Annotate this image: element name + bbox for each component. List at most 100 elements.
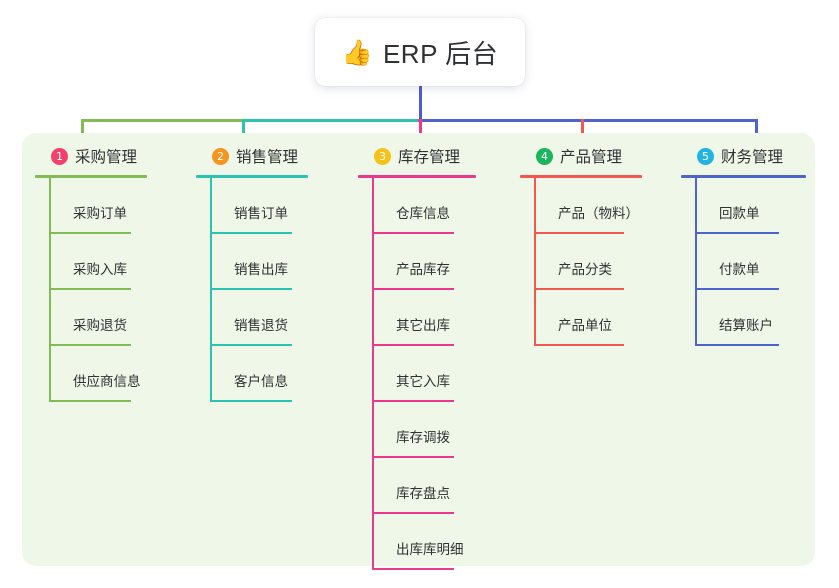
bus-segment-4 [420, 119, 755, 122]
item-connector-underline [49, 344, 131, 346]
item-connector-underline [210, 400, 292, 402]
module-item[interactable]: 产品分类 [520, 234, 642, 290]
module-item[interactable]: 其它出库 [358, 290, 476, 346]
module-item[interactable]: 客户信息 [196, 346, 308, 402]
module-column-4: 4 产品管理产品（物料） 产品分类产品单位 [520, 143, 642, 346]
column-items: 销售订单销售出库销售退货客户信息 [196, 178, 308, 402]
item-connector-vertical [695, 178, 697, 234]
item-connector-vertical [372, 458, 374, 514]
thumbs-up-icon: 👍 [341, 37, 373, 67]
column-rule [35, 175, 147, 178]
column-index-badge: 4 [536, 147, 553, 165]
item-connector-underline [695, 232, 779, 234]
module-item[interactable]: 库存调拨 [358, 402, 476, 458]
item-connector-underline [534, 232, 624, 234]
module-item-label: 产品库存 [396, 262, 450, 277]
bus-segment-2 [242, 119, 418, 122]
item-connector-underline [372, 568, 454, 570]
column-title: 产品管理 [560, 149, 623, 166]
module-item-label: 产品单位 [558, 318, 612, 333]
column-header-1[interactable]: 1 采购管理 [35, 143, 147, 169]
module-item[interactable]: 付款单 [681, 234, 806, 290]
item-connector-underline [49, 400, 131, 402]
column-index-badge: 3 [374, 147, 391, 165]
item-connector-vertical [534, 178, 536, 234]
column-items: 产品（物料） 产品分类产品单位 [520, 178, 642, 346]
module-item-label: 库存盘点 [396, 486, 450, 501]
module-item[interactable]: 出库库明细 [358, 514, 476, 570]
item-connector-vertical [695, 290, 697, 346]
item-connector-underline [372, 400, 454, 402]
module-item-label: 回款单 [719, 206, 760, 221]
item-connector-underline [372, 344, 454, 346]
column-items: 采购订单采购入库采购退货供应商信息 [35, 178, 147, 402]
module-item[interactable]: 产品（物料） [520, 178, 642, 234]
item-connector-vertical [210, 290, 212, 346]
module-item[interactable]: 库存盘点 [358, 458, 476, 514]
item-connector-underline [372, 288, 454, 290]
module-item[interactable]: 采购退货 [35, 290, 147, 346]
item-connector-underline [372, 512, 454, 514]
item-connector-vertical [695, 234, 697, 290]
module-item-label: 结算账户 [719, 318, 773, 333]
bus-segment-1 [81, 119, 242, 122]
module-item[interactable]: 供应商信息 [35, 346, 147, 402]
module-item[interactable]: 销售订单 [196, 178, 308, 234]
module-item-label: 库存调拨 [396, 430, 450, 445]
module-item[interactable]: 回款单 [681, 178, 806, 234]
column-title: 采购管理 [75, 149, 138, 166]
column-index-badge: 1 [51, 147, 68, 165]
column-rule [196, 175, 308, 178]
column-rule [520, 175, 642, 178]
module-item[interactable]: 采购订单 [35, 178, 147, 234]
module-item-label: 付款单 [719, 262, 760, 277]
module-item-label: 销售出库 [234, 262, 288, 277]
item-connector-vertical [49, 346, 51, 402]
item-connector-underline [372, 456, 454, 458]
module-item-label: 销售订单 [234, 206, 288, 221]
item-connector-vertical [210, 234, 212, 290]
item-connector-underline [210, 288, 292, 290]
item-connector-underline [372, 232, 454, 234]
item-connector-vertical [210, 178, 212, 234]
module-item[interactable]: 销售出库 [196, 234, 308, 290]
column-items: 回款单付款单结算账户 [681, 178, 806, 346]
module-item-label: 产品分类 [558, 262, 612, 277]
item-connector-vertical [534, 234, 536, 290]
module-item-label: 采购退货 [73, 318, 127, 333]
root-stem [419, 86, 422, 122]
item-connector-vertical [49, 290, 51, 346]
module-item-label: 客户信息 [234, 374, 288, 389]
module-column-2: 2 销售管理销售订单销售出库销售退货客户信息 [196, 143, 308, 402]
item-connector-vertical [49, 234, 51, 290]
column-title: 销售管理 [236, 149, 299, 166]
item-connector-vertical [372, 402, 374, 458]
module-item[interactable]: 产品库存 [358, 234, 476, 290]
module-item-label: 出库库明细 [396, 542, 464, 557]
module-item-label: 销售退货 [234, 318, 288, 333]
column-header-4[interactable]: 4 产品管理 [520, 143, 642, 169]
item-connector-vertical [372, 346, 374, 402]
module-item[interactable]: 结算账户 [681, 290, 806, 346]
module-item-label: 供应商信息 [73, 374, 141, 389]
module-item-label: 仓库信息 [396, 206, 450, 221]
module-item[interactable]: 销售退货 [196, 290, 308, 346]
column-header-2[interactable]: 2 销售管理 [196, 143, 308, 169]
module-item[interactable]: 采购入库 [35, 234, 147, 290]
module-item[interactable]: 仓库信息 [358, 178, 476, 234]
item-connector-underline [49, 288, 131, 290]
item-connector-vertical [372, 178, 374, 234]
root-node[interactable]: 👍 ERP 后台 [315, 18, 525, 86]
module-item[interactable]: 其它入库 [358, 346, 476, 402]
module-item-label: 其它入库 [396, 374, 450, 389]
modules-panel [22, 133, 815, 566]
column-rule [681, 175, 806, 178]
module-item[interactable]: 产品单位 [520, 290, 642, 346]
column-index-badge: 2 [212, 147, 229, 165]
module-column-1: 1 采购管理采购订单采购入库采购退货供应商信息 [35, 143, 147, 402]
